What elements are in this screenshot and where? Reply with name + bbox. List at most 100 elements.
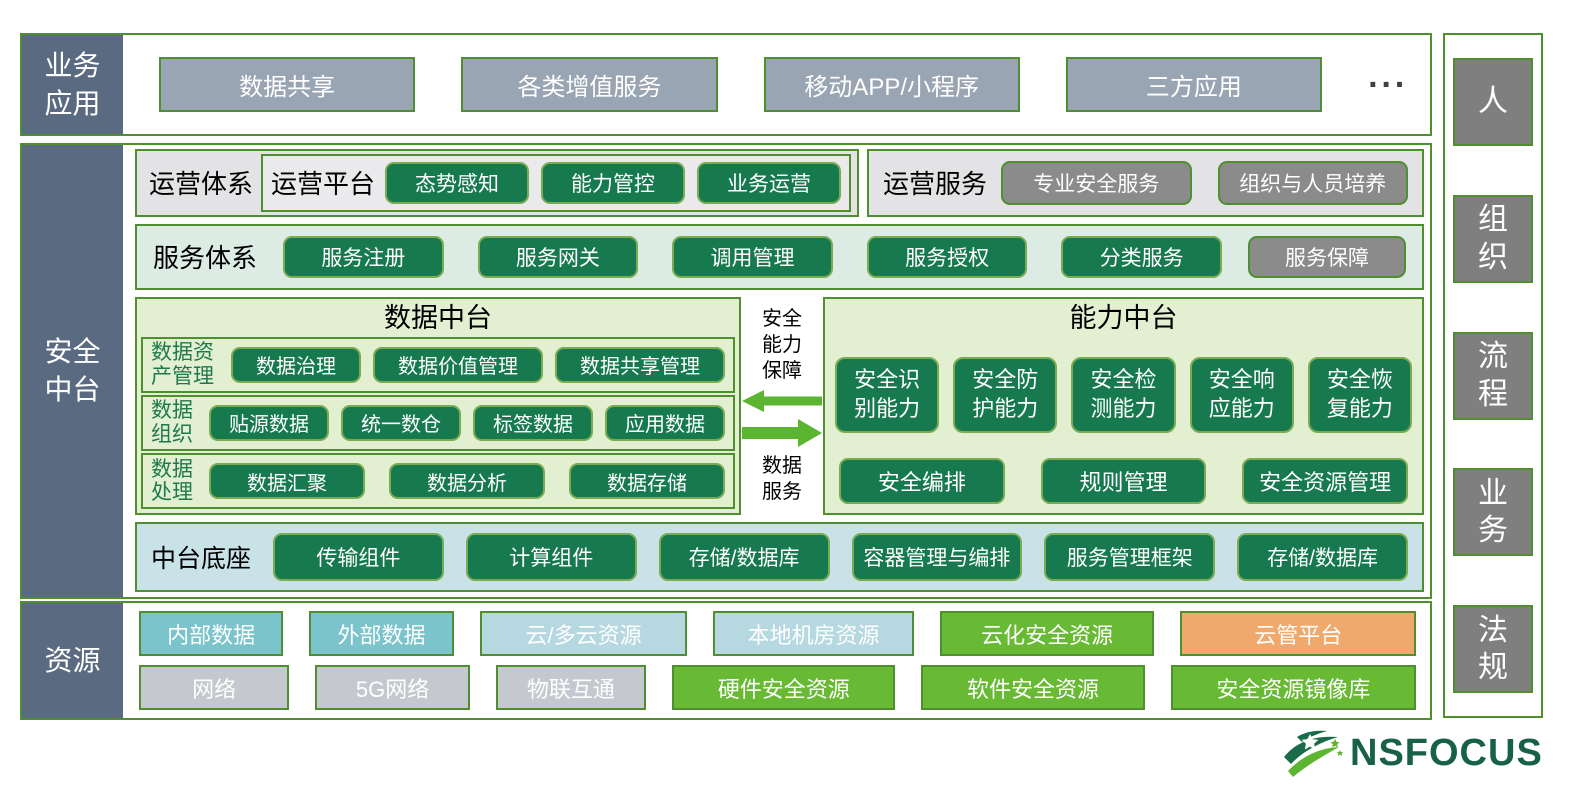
resource-box: 硬件安全资源 xyxy=(672,665,896,710)
data-processing-item: 数据分析 xyxy=(389,463,545,500)
operation-service-items: 专业安全服务组织与人员培养 xyxy=(1001,151,1409,215)
operation-platform-items: 态势感知能力管控业务运营 xyxy=(385,156,841,210)
operation-system-group: 运营体系 运营平台 态势感知能力管控业务运营 xyxy=(135,149,859,217)
service-system-label: 服务体系 xyxy=(153,243,258,274)
governance-pillars-column: 人组织流程业务法规 xyxy=(1443,33,1543,718)
data-organization-items: 贴源数据统一数仓标签数据应用数据 xyxy=(209,404,725,441)
pillar-box: 法规 xyxy=(1453,605,1533,693)
resources-content: 内部数据外部数据云/多云资源本地机房资源云化安全资源云管平台 网络 5G网络物联互… xyxy=(135,603,1420,718)
business-apps-row: 数据共享各类增值服务移动APP/小程序三方应用 ··· xyxy=(135,35,1422,134)
data-service-label: 数据服务 xyxy=(762,455,802,504)
resources-row-1: 内部数据外部数据云/多云资源本地机房资源云化安全资源云管平台 xyxy=(139,611,1417,656)
resource-box: 内部数据 xyxy=(139,611,284,656)
nsfocus-logo-icon xyxy=(1284,730,1344,777)
platform-base-item: 传输组件 xyxy=(273,533,444,582)
capability-management-box: 规则管理 xyxy=(1040,458,1207,505)
capability-box: 安全检测能力 xyxy=(1071,356,1176,433)
data-platform-title: 数据中台 xyxy=(384,302,492,333)
service-system-item: 服务网关 xyxy=(477,235,639,278)
operation-platform-label: 运营平台 xyxy=(271,169,376,200)
service-system-item: 调用管理 xyxy=(672,235,833,278)
app-box: 移动APP/小程序 xyxy=(763,57,1020,112)
service-system-item: 分类服务 xyxy=(1061,235,1222,278)
resource-box: 云/多云资源 xyxy=(479,611,688,656)
platform-base-item: 存储/数据库 xyxy=(658,533,830,582)
service-guarantee-box: 服务保障 xyxy=(1248,235,1406,278)
data-processing-item: 数据存储 xyxy=(569,463,725,500)
capability-management-box: 安全编排 xyxy=(839,458,1005,505)
pillar-box: 组织 xyxy=(1453,194,1533,283)
center-area: 数据中台 数据资产管理 数据治理数据价值管理数据共享管理 数据组织 贴源数据统一… xyxy=(135,296,1424,516)
band-label-security-middle-platform: 安全中台 xyxy=(22,145,123,597)
security-capability-guarantee-label: 安全能力保障 xyxy=(762,308,802,383)
left-arrow-icon xyxy=(742,390,822,413)
data-platform-panel: 数据中台 数据资产管理 数据治理数据价值管理数据共享管理 数据组织 贴源数据统一… xyxy=(135,296,741,516)
operation-system-label: 运营体系 xyxy=(149,169,254,200)
operation-service-item: 组织与人员培养 xyxy=(1217,160,1409,205)
data-asset-item: 数据价值管理 xyxy=(373,346,543,383)
capability-management-box: 安全资源管理 xyxy=(1242,458,1409,505)
service-system-row: 服务体系 服务注册服务网关调用管理服务授权分类服务 服务保障 xyxy=(135,223,1424,290)
capability-row2: 安全编排规则管理安全资源管理 xyxy=(833,457,1414,505)
resource-box: 5G网络 xyxy=(315,665,470,710)
capability-platform-title: 能力中台 xyxy=(1069,302,1178,333)
service-system-item: 服务注册 xyxy=(283,235,444,278)
capability-box: 安全恢复能力 xyxy=(1307,356,1413,433)
resource-box: 物联互通 xyxy=(495,665,647,710)
data-asset-management-label: 数据资产管理 xyxy=(151,341,214,388)
band-label-business-apps: 业务应用 xyxy=(22,35,123,134)
right-arrow-icon xyxy=(742,419,822,448)
capability-box: 安全识别能力 xyxy=(835,356,940,433)
data-organization-item: 应用数据 xyxy=(605,404,725,441)
resource-box: 软件安全资源 xyxy=(921,665,1145,710)
platform-base-item: 容器管理与编排 xyxy=(851,533,1023,582)
operation-service-item: 专业安全服务 xyxy=(1001,160,1192,205)
data-processing-item: 数据汇聚 xyxy=(209,463,365,500)
platform-base-items: 传输组件计算组件存储/数据库容器管理与编排服务管理框架存储/数据库 xyxy=(273,533,1408,582)
app-box: 三方应用 xyxy=(1065,57,1323,112)
pillar-box: 人 xyxy=(1453,58,1533,146)
app-box: 各类增值服务 xyxy=(461,57,718,112)
resource-box: 外部数据 xyxy=(309,611,454,656)
business-apps-band: 业务应用 数据共享各类增值服务移动APP/小程序三方应用 ··· xyxy=(20,33,1432,136)
resource-box: 网络 xyxy=(139,665,290,710)
pillar-box: 流程 xyxy=(1453,331,1533,420)
platform-base-item: 存储/数据库 xyxy=(1237,533,1408,582)
operation-platform-item: 态势感知 xyxy=(385,161,530,204)
data-processing-label: 数据处理 xyxy=(151,457,193,505)
operation-service-label: 运营服务 xyxy=(883,169,988,200)
service-system-items: 服务注册服务网关调用管理服务授权分类服务 xyxy=(283,235,1222,278)
resource-box: 本地机房资源 xyxy=(713,611,914,656)
data-organization-item: 统一数仓 xyxy=(341,404,461,441)
service-system-item: 服务授权 xyxy=(866,235,1028,278)
resource-box: 云管平台 xyxy=(1180,611,1417,656)
data-processing-row: 数据处理 数据汇聚数据分析数据存储 xyxy=(141,453,735,510)
operations-row: 运营体系 运营平台 态势感知能力管控业务运营 运营服务 专业安全服务组织与人员培… xyxy=(135,149,1424,217)
security-middle-platform-band: 安全中台 运营体系 运营平台 态势感知能力管控业务运营 运营服务 专业安全服务组… xyxy=(20,143,1432,599)
nsfocus-logo-text: NSFOCUS xyxy=(1350,732,1543,774)
data-asset-item: 数据共享管理 xyxy=(555,346,725,383)
platform-base-row: 中台底座 传输组件计算组件存储/数据库容器管理与编排服务管理框架存储/数据库 xyxy=(135,522,1424,592)
resource-box: 云化安全资源 xyxy=(939,611,1155,656)
operation-platform-box: 运营平台 态势感知能力管控业务运营 xyxy=(261,153,851,212)
data-asset-management-row: 数据资产管理 数据治理数据价值管理数据共享管理 xyxy=(141,336,735,393)
platform-base-item: 服务管理框架 xyxy=(1044,533,1216,582)
data-organization-row: 数据组织 贴源数据统一数仓标签数据应用数据 xyxy=(141,394,735,451)
resources-row-2: 网络 5G网络物联互通硬件安全资源软件安全资源安全资源镜像库 xyxy=(139,665,1416,710)
app-box: 数据共享 xyxy=(159,57,416,112)
band-label-resources: 资源 xyxy=(22,603,123,718)
capability-box: 安全响应能力 xyxy=(1189,356,1294,433)
platform-connector: 安全能力保障 数据服务 xyxy=(741,297,823,515)
operation-service-group: 运营服务 专业安全服务组织与人员培养 xyxy=(867,149,1424,217)
data-asset-items: 数据治理数据价值管理数据共享管理 xyxy=(231,346,725,383)
resource-box: 安全资源镜像库 xyxy=(1170,665,1416,710)
resources-band: 资源 内部数据外部数据云/多云资源本地机房资源云化安全资源云管平台 网络 5G网络… xyxy=(20,601,1432,720)
operation-platform-item: 业务运营 xyxy=(697,161,841,204)
operation-platform-item: 能力管控 xyxy=(541,161,685,204)
capability-platform-panel: 能力中台 安全识别能力安全防护能力安全检测能力安全响应能力安全恢复能力 安全编排… xyxy=(823,296,1424,516)
nsfocus-logo: NSFOCUS xyxy=(1282,727,1543,779)
capability-box: 安全防护能力 xyxy=(953,356,1058,433)
platform-base-item: 计算组件 xyxy=(465,533,637,582)
more-apps-ellipsis: ··· xyxy=(1368,65,1409,104)
data-organization-label: 数据组织 xyxy=(151,399,193,446)
